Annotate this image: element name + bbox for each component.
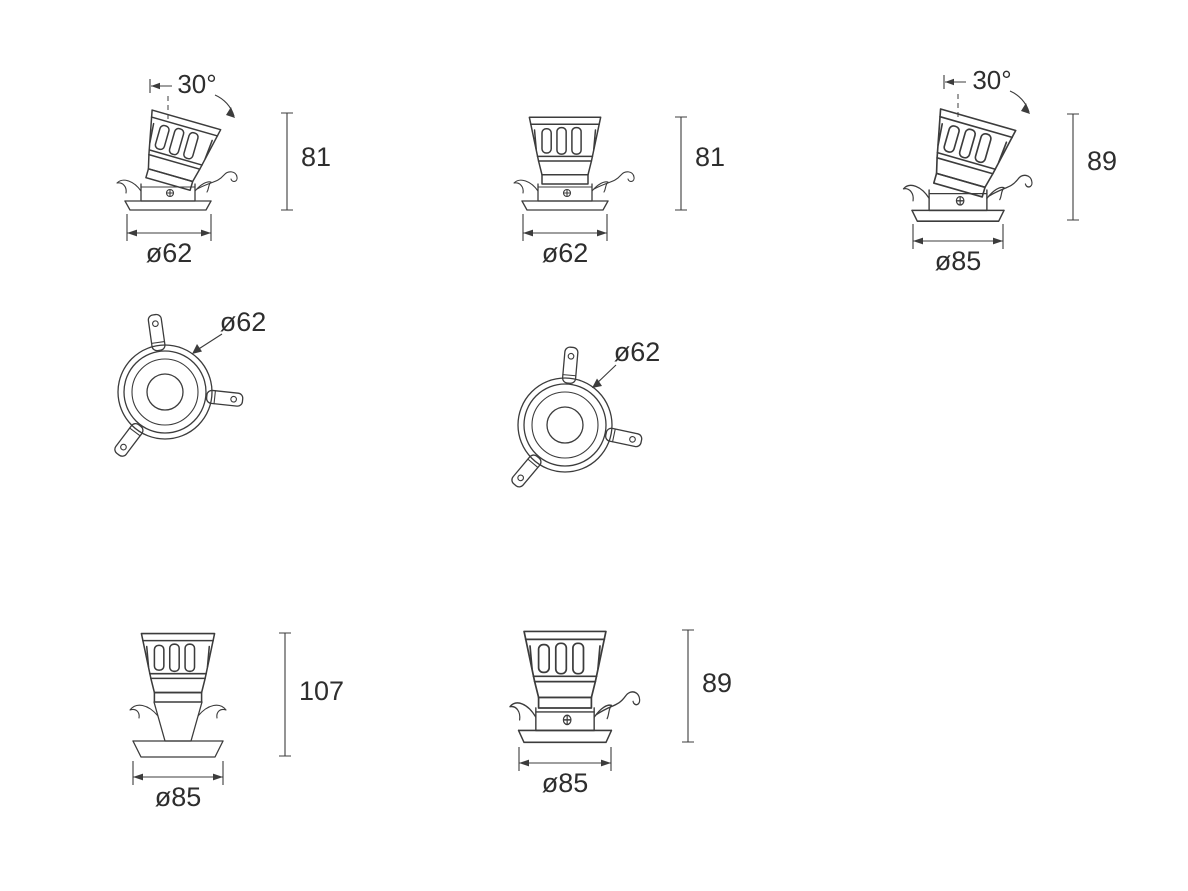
fig7-diameter-label: ø85 [542, 768, 589, 798]
fig1-height-label: 81 [301, 142, 331, 172]
fixture-head-tilted [132, 109, 222, 195]
fig1-diameter-label: ø62 [146, 238, 193, 268]
fig7-diameter-dimension: ø85 [518, 747, 612, 798]
fig6-height-label: 107 [299, 676, 344, 706]
fixture-trim [132, 740, 224, 758]
fig6-diameter-label: ø85 [155, 782, 202, 812]
figure-top-view-b: ø62 [509, 337, 660, 490]
trim-top-view [509, 346, 644, 490]
fig4-diameter-callout: ø62 [192, 307, 266, 354]
figure-deep-spot: 107 ø85 [129, 632, 344, 812]
figure-top-view-a: ø62 [112, 307, 266, 459]
spring-clip-bottom [509, 452, 544, 490]
fig1-height-dimension: 81 [281, 112, 331, 211]
fig3-height-dimension: 89 [1067, 113, 1117, 221]
lamp-head [132, 109, 222, 195]
fig3-height-label: 89 [1087, 146, 1117, 176]
fixture-head [528, 116, 602, 185]
spring-clip-bottom [112, 420, 146, 459]
fig3-diameter-dimension: ø85 [912, 224, 1004, 276]
fig5-diameter-callout: ø62 [592, 337, 660, 388]
figure-fixed-spot-small: 81 ø62 [513, 116, 725, 268]
fig4-diameter-label: ø62 [220, 307, 267, 337]
lamp-head [528, 116, 602, 185]
lamp-head [140, 632, 216, 703]
lamp-head [523, 630, 607, 709]
fig6-diameter-dimension: ø85 [132, 761, 224, 812]
fixture-head [140, 632, 216, 703]
fig3-diameter-label: ø85 [935, 246, 982, 276]
fig5-diameter-label: ø62 [614, 337, 661, 367]
fig7-height-label: 89 [702, 668, 732, 698]
fig2-diameter-label: ø62 [542, 238, 589, 268]
fig1-diameter-dimension: ø62 [126, 214, 212, 268]
fig2-height-label: 81 [695, 142, 725, 172]
fixture-cone-body [129, 701, 227, 742]
fig1-angle-dimension: 30° [149, 69, 235, 120]
recessed-housing [513, 171, 635, 211]
fig1-angle-label: 30° [177, 69, 216, 99]
fig2-height-dimension: 81 [675, 116, 725, 211]
recessed-housing [509, 691, 641, 744]
fig2-diameter-dimension: ø62 [522, 214, 608, 268]
fig3-angle-dimension: 30° [943, 65, 1030, 118]
fig7-height-dimension: 89 [682, 629, 732, 743]
fixture-head [523, 630, 607, 709]
fixture-housing [513, 171, 635, 211]
fig6-height-dimension: 107 [279, 632, 344, 757]
figure-tilted-spot-small: 30° 81 ø62 [116, 69, 331, 268]
fixture-housing [509, 691, 641, 744]
figure-tilted-spot-large: 30° 89 ø85 [902, 65, 1117, 276]
figure-fixed-spot-large: 89 ø85 [509, 629, 732, 798]
fig3-angle-label: 30° [972, 65, 1011, 95]
trim-rings [517, 377, 613, 473]
